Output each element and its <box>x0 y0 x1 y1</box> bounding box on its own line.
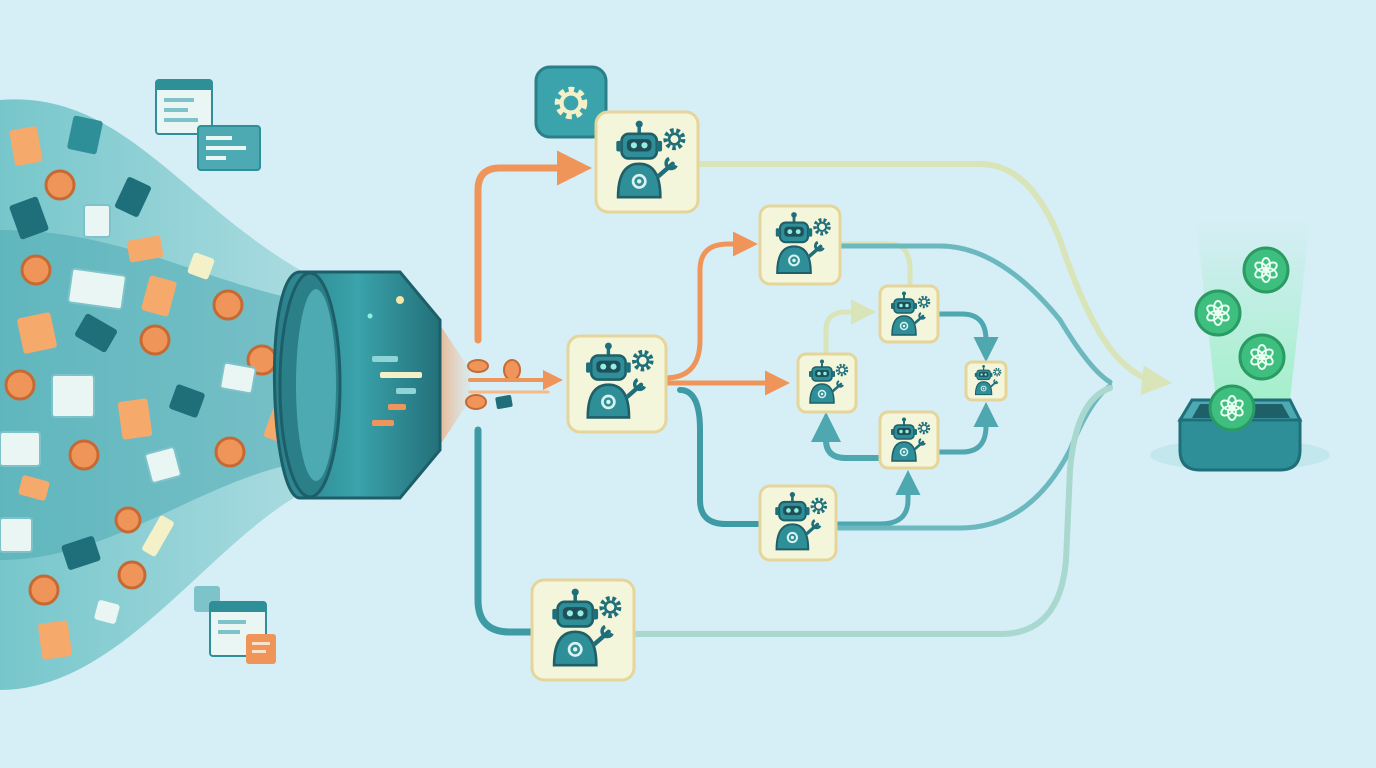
agent-card-inner-bottom[interactable] <box>878 410 940 470</box>
window-icon <box>197 125 261 171</box>
funnel-ring-icon <box>272 270 470 500</box>
coin-icon <box>4 169 324 606</box>
window-icon <box>155 79 213 135</box>
window-icon <box>194 586 276 664</box>
openai-logo-icon <box>1194 289 1242 337</box>
agent-card-center[interactable] <box>796 352 858 414</box>
agent-card-merge[interactable] <box>964 360 1008 402</box>
agent-card-lower-branch[interactable] <box>758 484 838 562</box>
coin-icon <box>465 359 521 410</box>
agent-card-middle[interactable] <box>566 334 668 434</box>
settings-gear-button[interactable] <box>534 65 608 139</box>
document-pile <box>0 115 324 660</box>
agent-card-inner-top[interactable] <box>878 284 940 344</box>
openai-logo-icon <box>1238 333 1286 381</box>
model-output <box>1150 220 1330 472</box>
connector-lines <box>468 150 1172 637</box>
openai-logo-icon <box>1242 246 1290 294</box>
agent-card-upper-branch[interactable] <box>758 204 842 286</box>
agent-card-top[interactable] <box>594 110 700 214</box>
openai-logo-icon <box>1208 384 1256 432</box>
agent-card-bottom[interactable] <box>530 578 636 682</box>
